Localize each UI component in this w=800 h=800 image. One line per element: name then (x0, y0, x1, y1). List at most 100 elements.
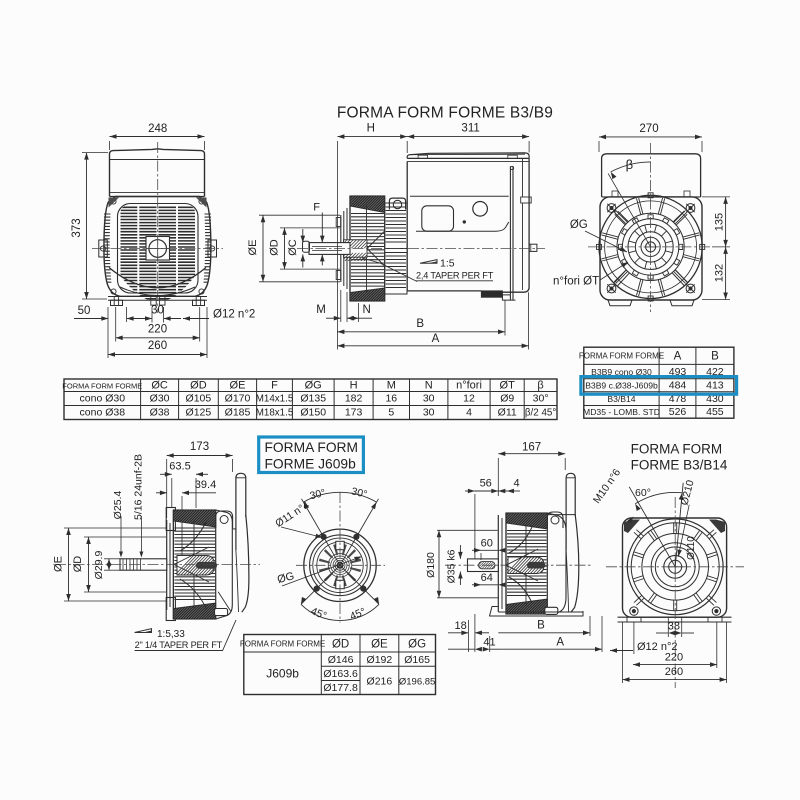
svg-text:30°: 30° (309, 487, 327, 502)
svg-text:B3B9 c.Ø38-J609b: B3B9 c.Ø38-J609b (585, 381, 658, 391)
svg-text:Ø38: Ø38 (150, 407, 170, 419)
svg-text:4: 4 (466, 407, 472, 419)
svg-text:F: F (313, 202, 320, 214)
svg-text:Ø30: Ø30 (150, 393, 170, 405)
svg-text:430: 430 (706, 393, 724, 405)
svg-text:N: N (425, 379, 433, 391)
svg-text:Ø146: Ø146 (328, 654, 354, 666)
svg-text:Ø25.4: Ø25.4 (112, 491, 124, 520)
svg-text:M: M (387, 379, 396, 391)
svg-text:Ø170: Ø170 (225, 393, 251, 405)
svg-text:Ø12 n°2: Ø12 n°2 (213, 309, 255, 321)
svg-text:260: 260 (665, 666, 683, 678)
svg-text:ØE: ØE (371, 639, 388, 651)
svg-text:ØD: ØD (72, 556, 84, 573)
svg-text:220: 220 (665, 651, 683, 663)
svg-text:373: 373 (71, 218, 83, 237)
svg-text:B: B (711, 351, 719, 363)
svg-text:ØG: ØG (570, 219, 588, 231)
svg-text:B: B (537, 619, 545, 631)
svg-text:18: 18 (454, 620, 466, 632)
svg-text:260: 260 (148, 340, 167, 352)
svg-text:ØE: ØE (230, 379, 246, 391)
svg-text:Ø125: Ø125 (186, 407, 212, 419)
svg-text:173: 173 (190, 441, 209, 453)
svg-text:FORMA FORM FORME B3/B9: FORMA FORM FORME B3/B9 (337, 105, 553, 122)
svg-text:60°: 60° (635, 487, 651, 499)
svg-text:132: 132 (713, 264, 725, 282)
svg-text:A: A (674, 351, 682, 363)
svg-text:β: β (626, 157, 633, 172)
svg-text:ØG: ØG (276, 570, 296, 586)
svg-text:A: A (556, 637, 564, 649)
svg-text:B: B (416, 318, 424, 330)
svg-text:64: 64 (481, 572, 493, 584)
svg-text:2,4 TAPER PER FT: 2,4 TAPER PER FT (416, 271, 494, 281)
svg-text:Ø165: Ø165 (404, 654, 430, 666)
svg-text:ØG: ØG (305, 379, 322, 391)
svg-text:N: N (362, 304, 370, 316)
svg-text:30: 30 (423, 407, 435, 419)
svg-text:Ø216: Ø216 (367, 676, 393, 688)
svg-text:Ø196.85: Ø196.85 (399, 677, 435, 688)
svg-text:M: M (316, 304, 326, 316)
svg-text:Ø180: Ø180 (425, 552, 437, 578)
svg-text:FORMA FORM FORME: FORMA FORM FORME (579, 352, 664, 361)
svg-text:ØT: ØT (500, 379, 516, 391)
svg-text:1:5: 1:5 (440, 258, 455, 270)
svg-text:Ø9: Ø9 (500, 393, 514, 405)
svg-text:cono Ø38: cono Ø38 (80, 407, 126, 419)
svg-text:63.5: 63.5 (169, 461, 190, 473)
svg-text:Ø135: Ø135 (300, 393, 326, 405)
svg-text:FORMA FORM: FORMA FORM (265, 440, 359, 455)
svg-text:ØD: ØD (190, 379, 207, 391)
svg-text:H: H (350, 379, 358, 391)
svg-text:Ø150: Ø150 (300, 407, 326, 419)
svg-text:B3B9 cono Ø30: B3B9 cono Ø30 (591, 367, 652, 377)
svg-text:4: 4 (513, 478, 519, 490)
svg-text:M14x1.5: M14x1.5 (256, 394, 294, 405)
svg-text:Ø29.9: Ø29.9 (93, 551, 105, 580)
svg-text:311: 311 (461, 123, 479, 135)
svg-text:ØD: ØD (269, 239, 281, 256)
svg-text:455: 455 (706, 406, 724, 418)
svg-text:Ø110: Ø110 (686, 536, 697, 560)
svg-text:Ø177.8: Ø177.8 (323, 682, 358, 694)
svg-text:Ø192: Ø192 (367, 654, 393, 666)
svg-text:FORMA FORM FORME: FORMA FORM FORME (240, 640, 325, 649)
svg-text:413: 413 (706, 380, 724, 392)
svg-text:16: 16 (385, 393, 397, 405)
svg-text:39.4: 39.4 (195, 479, 216, 491)
svg-text:5/16 24unf-2B: 5/16 24unf-2B (132, 454, 144, 520)
svg-text:12: 12 (463, 393, 475, 405)
svg-text:Ø12 n°2: Ø12 n°2 (637, 641, 677, 653)
svg-text:B3/B14: B3/B14 (607, 394, 635, 404)
svg-text:FORME J609b: FORME J609b (265, 457, 357, 472)
svg-text:30°: 30° (533, 393, 549, 405)
svg-text:FORME B3/B14: FORME B3/B14 (631, 458, 728, 473)
svg-text:ØE: ØE (53, 556, 65, 572)
svg-text:Ø35 k6: Ø35 k6 (445, 549, 457, 583)
svg-text:1:5,33: 1:5,33 (157, 629, 185, 640)
svg-text:526: 526 (669, 406, 687, 418)
svg-text:38: 38 (668, 620, 680, 632)
svg-text:60: 60 (481, 537, 493, 549)
svg-text:ØE: ØE (247, 240, 259, 256)
svg-text:Ø105: Ø105 (186, 393, 212, 405)
svg-text:173: 173 (345, 407, 363, 419)
svg-text:135: 135 (713, 213, 725, 231)
svg-text:β: β (537, 379, 543, 391)
svg-text:182: 182 (345, 393, 363, 405)
svg-text:Ø11: Ø11 (498, 407, 517, 419)
svg-text:493: 493 (669, 366, 687, 378)
svg-text:cono Ø30: cono Ø30 (80, 393, 126, 405)
svg-text:n°fori ØT: n°fori ØT (553, 276, 599, 288)
svg-text:J609b: J609b (266, 667, 299, 681)
svg-text:248: 248 (148, 123, 167, 135)
svg-text:5: 5 (388, 407, 394, 419)
svg-text:270: 270 (639, 123, 658, 135)
svg-text:220: 220 (148, 324, 167, 336)
svg-text:30: 30 (423, 393, 435, 405)
svg-text:45°: 45° (309, 605, 328, 622)
svg-text:A: A (432, 333, 440, 345)
